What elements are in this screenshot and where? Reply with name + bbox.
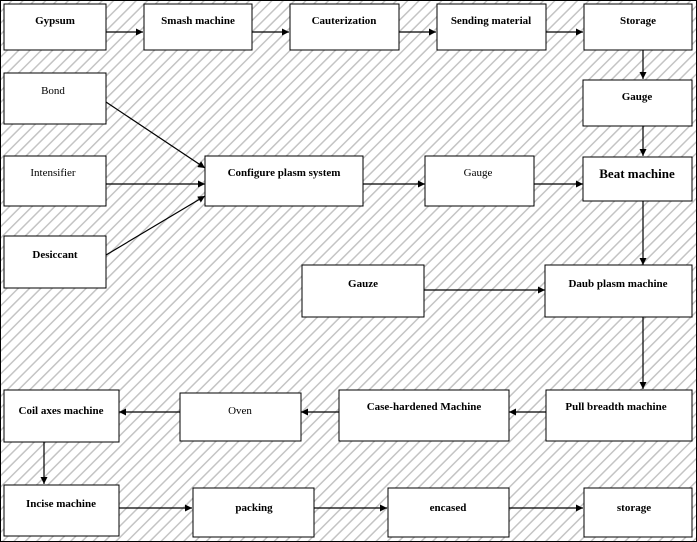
node-beat-machine-label: Beat machine — [599, 166, 675, 181]
node-sending-material-label: Sending material — [451, 15, 531, 27]
node-intensifier-label: Intensifier — [30, 167, 76, 179]
node-gypsum: Gypsum — [3, 3, 107, 51]
node-gypsum-label: Gypsum — [35, 15, 75, 27]
node-configure-plasm-system: Configure plasm system — [204, 155, 364, 207]
edge-desiccant-configure — [105, 195, 206, 256]
node-smash-machine-label: Smash machine — [161, 15, 235, 27]
node-bond-label: Bond — [41, 85, 65, 97]
node-incise-machine: Incise machine — [3, 484, 120, 537]
node-coil-axes-machine-label: Coil axes machine — [19, 405, 104, 417]
node-incise-machine-label: Incise machine — [26, 498, 96, 510]
node-cauterization-label: Cauterization — [312, 15, 377, 27]
node-gauge-middle-label: Gauge — [464, 167, 493, 179]
node-beat-machine: Beat machine — [582, 156, 693, 202]
node-case-hardened-machine-label: Case-hardened Machine — [367, 401, 482, 413]
node-case-hardened-machine: Case-hardened Machine — [338, 389, 510, 442]
node-storage-bottom-label: storage — [617, 502, 651, 514]
node-pull-breadth-machine-label: Pull breadth machine — [565, 401, 666, 413]
node-bond: Bond — [3, 72, 107, 125]
node-storage-top-label: Storage — [620, 15, 656, 27]
node-pull-breadth-machine: Pull breadth machine — [545, 389, 693, 442]
node-sending-material: Sending material — [436, 3, 547, 51]
node-packing-label: packing — [235, 502, 273, 514]
node-storage-bottom: storage — [583, 487, 693, 538]
node-desiccant-label: Desiccant — [32, 249, 78, 261]
node-storage-top: Storage — [583, 3, 693, 51]
node-gauze-label: Gauze — [348, 278, 378, 290]
node-encased-label: encased — [430, 502, 467, 514]
node-oven: Oven — [179, 392, 302, 442]
node-coil-axes-machine: Coil axes machine — [3, 389, 120, 443]
node-gauge-right-label: Gauge — [622, 91, 653, 103]
node-smash-machine: Smash machine — [143, 3, 253, 51]
node-daub-plasm-machine-label: Daub plasm machine — [568, 278, 667, 290]
node-intensifier: Intensifier — [3, 155, 107, 207]
node-gauge-middle: Gauge — [424, 155, 535, 207]
node-encased: encased — [387, 487, 510, 538]
node-packing: packing — [192, 487, 315, 538]
edges — [40, 28, 647, 512]
node-desiccant: Desiccant — [3, 235, 107, 289]
node-daub-plasm-machine: Daub plasm machine — [544, 264, 693, 318]
node-oven-label: Oven — [228, 405, 252, 417]
node-gauge-right: Gauge — [582, 79, 693, 127]
node-configure-plasm-system-label: Configure plasm system — [228, 167, 341, 179]
edge-bond-configure — [105, 101, 206, 169]
node-gauze: Gauze — [301, 264, 425, 318]
node-cauterization: Cauterization — [289, 3, 400, 51]
